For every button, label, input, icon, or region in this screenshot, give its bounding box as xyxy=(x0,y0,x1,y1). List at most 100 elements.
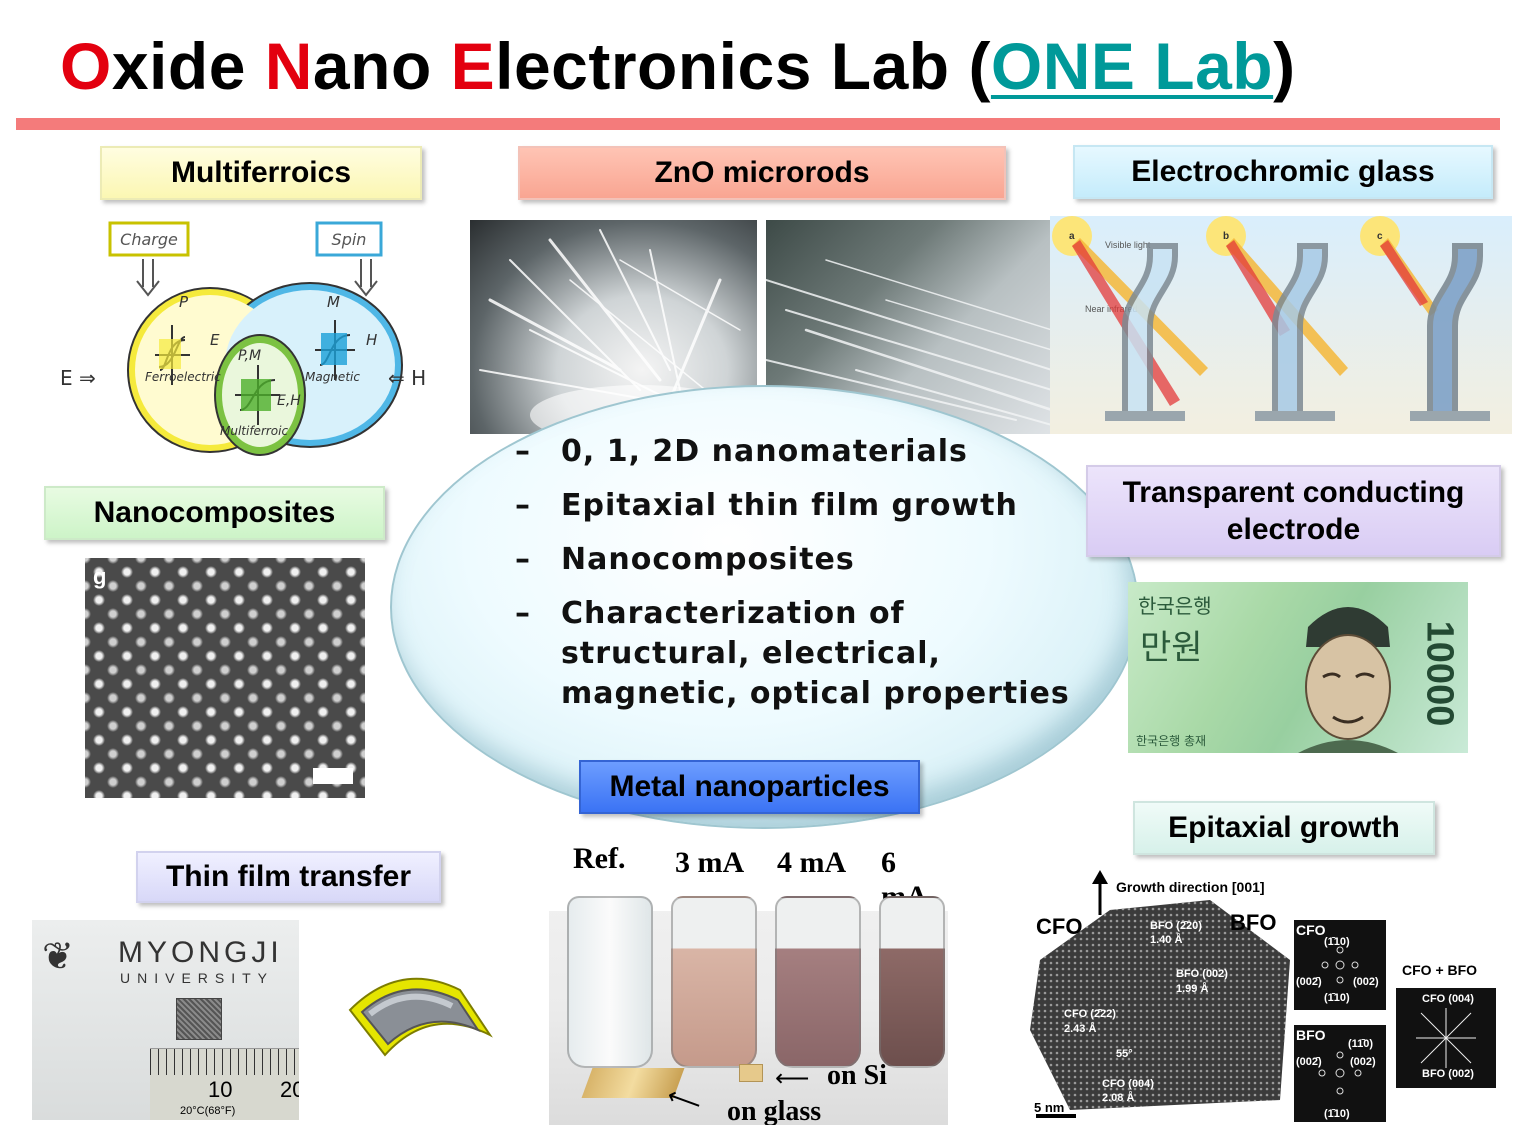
title-letter-e: E xyxy=(450,29,496,103)
window-c xyxy=(1427,243,1483,416)
angle-label: 55° xyxy=(1116,1048,1133,1060)
page-title: Oxide Nano Electronics Lab (ONE Lab) xyxy=(60,28,1296,104)
eh-axis-label: E,H xyxy=(277,393,301,409)
visible-light-text: Visible light xyxy=(1105,240,1151,250)
fft-combo-title: CFO + BFO xyxy=(1402,962,1478,978)
tce-label: Transparent conducting electrode xyxy=(1086,465,1501,557)
list-item: –0, 1, 2D nanomaterials xyxy=(515,434,968,469)
ruler-ticks xyxy=(150,1049,299,1075)
bfo220-label: BFO (2̄20) xyxy=(1150,920,1202,932)
fft-bfo-title: BFO xyxy=(1296,1027,1326,1043)
title-lectronics: lectronics Lab ( xyxy=(495,29,991,103)
electrochromic-label: Electrochromic glass xyxy=(1073,145,1493,199)
cfo222-label: CFO (2̄22) xyxy=(1064,1008,1116,1020)
si-sample xyxy=(739,1064,763,1082)
growth-arrow-icon xyxy=(1092,870,1108,884)
ruler: 10 20 20°C(68°F) xyxy=(150,1048,299,1120)
metal-np-vials-photo: Ref. 3 mA 4 mA 6 mA ⟵ on Si ⟵ on glass xyxy=(549,836,948,1125)
title-letter-o: O xyxy=(60,29,112,103)
bfo220-d: 1.40 Å xyxy=(1150,934,1183,946)
fft-cfo xyxy=(1294,920,1386,1010)
list-item: –Epitaxial thin film growth xyxy=(515,488,1018,523)
fft-cfo-002a: (002̄) xyxy=(1296,976,1322,988)
m-label: M xyxy=(327,293,340,311)
h-input-arrow: ⇐ H xyxy=(388,366,426,390)
myongji-university: UNIVERSITY xyxy=(120,970,275,986)
fft-bfo-110a: (11̄0) xyxy=(1348,1038,1374,1050)
research-focus-ellipse xyxy=(390,385,1139,829)
spin-box xyxy=(315,221,383,257)
title-divider xyxy=(16,118,1500,130)
cfo004-d: 2.08 Å xyxy=(1102,1092,1135,1104)
one-lab-link[interactable]: ONE Lab xyxy=(990,29,1274,103)
cfo-region-label: CFO xyxy=(1036,914,1083,939)
fft-bfo-002b: (002) xyxy=(1350,1056,1376,1068)
window-b xyxy=(1272,243,1328,416)
vial-ref xyxy=(567,896,653,1068)
nanocomposites-label: Nanocomposites xyxy=(44,486,385,540)
flexible-film-icon xyxy=(348,977,493,1057)
ferroelectric-text: Ferroelectric xyxy=(145,370,221,384)
multiferroic-text: Multiferroic xyxy=(220,424,288,438)
e-axis-label: E xyxy=(210,331,220,349)
panel-letter-g: g xyxy=(93,564,107,589)
research-focus-list: –0, 1, 2D nanomaterials –Epitaxial thin … xyxy=(515,432,1075,728)
growth-direction-label: Growth direction [001] xyxy=(1116,879,1265,895)
fft-cfo-title: CFO xyxy=(1296,922,1326,938)
fft-combo-cfo: CFO (004) xyxy=(1422,993,1474,1005)
p-label: P xyxy=(179,293,189,311)
multiferroics-label: Multiferroics xyxy=(100,146,422,200)
fft-bfo-110b: (1̄10) xyxy=(1324,1108,1350,1120)
thin-film-label: Thin film transfer xyxy=(136,851,441,903)
panel-c-letter: c xyxy=(1377,231,1383,242)
cfo004-label: CFO (004) xyxy=(1102,1078,1154,1090)
ruler-20: 20 xyxy=(280,1077,299,1102)
scale-bar xyxy=(313,768,353,784)
h-axis-label: H xyxy=(366,331,377,349)
on-si-label: on Si xyxy=(827,1060,887,1091)
banknote-image: 한국은행 만원 10000 한국은행 총재 xyxy=(1128,582,1468,753)
sill-a xyxy=(1105,411,1185,421)
spin-text: Spin xyxy=(332,230,367,249)
banknote-portrait xyxy=(1298,607,1398,753)
sill-b xyxy=(1255,411,1335,421)
charge-arrow-icon xyxy=(136,259,160,297)
ferroelectric-loop-fill xyxy=(159,339,181,369)
metal-np-label: Metal nanoparticles xyxy=(579,760,920,814)
epitaxial-label: Epitaxial growth xyxy=(1133,801,1435,855)
title-xide: xide xyxy=(111,29,265,103)
tce-label-line2: electrode xyxy=(1226,513,1361,546)
transferred-film xyxy=(176,998,222,1040)
scale-label: 5 nm xyxy=(1034,1100,1065,1115)
fft-bfo xyxy=(1294,1025,1386,1122)
vial-label-3ma: 3 mA xyxy=(675,846,745,879)
banknote-value: 10000 xyxy=(1418,620,1461,727)
vial-6ma xyxy=(879,896,945,1068)
myongji-sample-photo: ❦ MYONGJI UNIVERSITY 10 20 20°C(68°F) xyxy=(32,920,299,1120)
ruler-10: 10 xyxy=(208,1077,233,1102)
vial-3ma xyxy=(671,896,757,1068)
fft-cfo-002b: (002) xyxy=(1353,976,1379,988)
banknote-footer: 한국은행 총재 xyxy=(1136,734,1207,748)
tce-label-line1: Transparent conducting xyxy=(1122,475,1465,509)
title-close-paren: ) xyxy=(1273,29,1296,103)
myongji-name: MYONGJI xyxy=(118,936,283,969)
multiferroic-loop-fill xyxy=(241,379,271,411)
fft-bfo-002a: (002̄) xyxy=(1296,1056,1322,1068)
panel-b-letter: b xyxy=(1223,231,1229,242)
multiferroics-diagram: Charge Spin P M P,M E H E,H Ferroelectri… xyxy=(60,221,426,456)
on-glass-label: on glass xyxy=(727,1096,822,1125)
vial-4ma xyxy=(775,896,861,1068)
sill-c xyxy=(1410,411,1490,421)
nanocomposite-sem-image: g xyxy=(85,558,365,798)
tree-logo-icon: ❦ xyxy=(42,936,74,978)
charge-text: Charge xyxy=(120,230,178,249)
fft-combo-bfo: BFO (002) xyxy=(1422,1068,1474,1080)
banknote-bank-text: 한국은행 xyxy=(1138,594,1212,618)
title-ano: ano xyxy=(312,29,451,103)
ruler-temp: 20°C(68°F) xyxy=(180,1105,236,1117)
banknote-value-kr: 만원 xyxy=(1140,628,1203,668)
beam-c-nir xyxy=(1380,240,1428,306)
fft-cfo-110a: (1̄10) xyxy=(1324,936,1350,948)
vial-label-ref: Ref. xyxy=(573,842,626,875)
